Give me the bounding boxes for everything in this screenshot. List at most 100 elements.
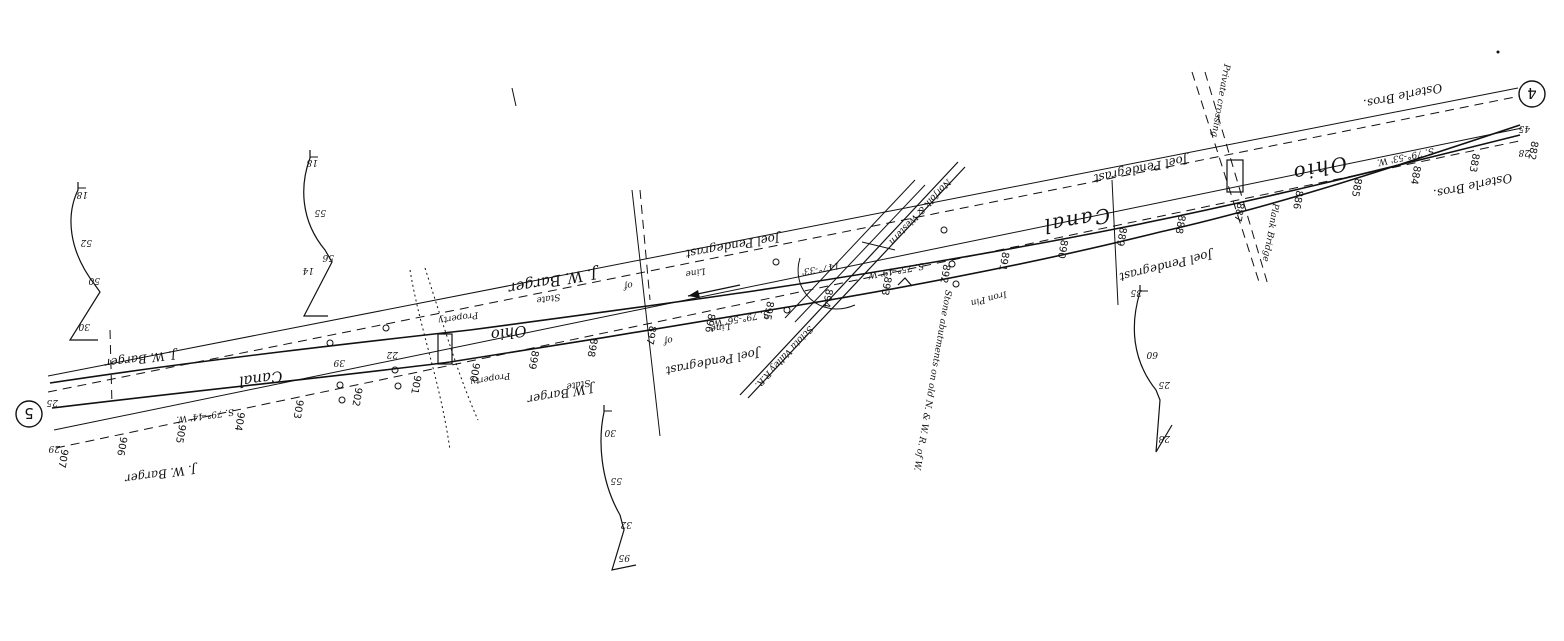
- cross-section-3: [600, 405, 637, 571]
- survey-point: [783, 306, 791, 314]
- tick-top: [511, 87, 517, 107]
- value-right-bottom: 28: [1518, 147, 1531, 157]
- survey-point: [772, 258, 780, 266]
- survey-point: [952, 280, 960, 288]
- owner-joel-pendegrast-top-center: Joel Pendegrast: [684, 230, 784, 261]
- survey-point: [940, 226, 948, 234]
- cs1-value-base: 30: [78, 321, 90, 331]
- cs2-value-top: 18: [306, 157, 318, 167]
- cs1-value-mid: 52: [80, 237, 92, 247]
- survey-points: [326, 50, 1500, 404]
- bearing-angle: 147°-33': [800, 260, 840, 277]
- cs2-value-base: 14: [302, 265, 314, 275]
- station-number: 900: [467, 362, 481, 383]
- cross-section-1: [68, 182, 101, 341]
- station-number: 887: [1231, 202, 1245, 223]
- section-line-right: [1111, 179, 1119, 306]
- note-private-crossing: Private crossing: [1209, 62, 1232, 138]
- cross-section-4: [1133, 285, 1173, 453]
- station-numbers: 9079069059049039029019008998988978968958…: [55, 140, 1539, 469]
- boundary-tick-2: [639, 189, 651, 301]
- of-label-top: of: [622, 279, 634, 291]
- station-number: 907: [55, 448, 69, 469]
- line-label-top: Line: [685, 265, 707, 278]
- value-pt-2: 22: [386, 349, 399, 359]
- owner-jw-barger-bottom-left: J. W. Barger: [123, 462, 200, 486]
- cs1-profile: [68, 182, 101, 341]
- value-pt-1: 39: [333, 357, 345, 367]
- station-number: 896: [702, 313, 716, 334]
- cs2-value-mid: 55: [314, 207, 326, 217]
- station-number: 897: [643, 325, 657, 346]
- station-number: 889: [1114, 226, 1128, 247]
- property-line-north: [47, 95, 1521, 393]
- station-number-5: 5: [24, 404, 34, 422]
- property-line-south: [55, 139, 1525, 449]
- bearing-center: S. 79°-56' W.: [711, 308, 770, 328]
- rail-2: [747, 166, 966, 399]
- crossing-dots-left-2: [424, 267, 479, 421]
- crossing-dash-right-1: [1191, 71, 1261, 286]
- station-number: 883: [1467, 152, 1481, 173]
- station-number-4: 4: [1527, 84, 1537, 102]
- state-label-bottom: State: [566, 377, 591, 391]
- rail-spur-2: [794, 184, 926, 323]
- line-label-bottom: Line: [710, 320, 732, 333]
- railroad-label-bottom: Sciota Valley R.R.: [752, 323, 814, 389]
- ohio-label-center: Ohio: [490, 322, 528, 345]
- note-iron-pin: Iron Pin: [969, 288, 1008, 307]
- station-circle-4: [1518, 80, 1546, 108]
- survey-values: 45 28 25 29 39 22 18 52 50 30 18 55 56 1…: [46, 123, 1531, 562]
- cs3-value-mid: 55: [610, 475, 622, 485]
- owner-osterle-bottom: Osterle Bros.: [1432, 171, 1513, 201]
- station-circle-5: [15, 400, 43, 428]
- row-line-north: [47, 87, 1519, 377]
- station-number: 902: [349, 386, 363, 407]
- cs3-value-low: 95: [618, 552, 630, 562]
- survey-point: [338, 396, 346, 404]
- station-number: 901: [408, 374, 422, 395]
- rail-spur-1: [784, 179, 916, 319]
- owner-joel-pendegrast-bottom-center: Joel Pendegrast: [664, 345, 764, 378]
- station-number: 894: [820, 288, 834, 309]
- station-number: 904: [232, 411, 246, 432]
- state-label-top: State: [536, 291, 561, 305]
- survey-point: [382, 324, 390, 332]
- cs4-profile: [1133, 285, 1173, 453]
- ohio-label-right: Ohio: [1290, 151, 1349, 186]
- station-number: 895: [761, 300, 775, 321]
- railroad: [739, 161, 966, 399]
- cs3-profile: [600, 405, 637, 571]
- canal-bank-north: [49, 134, 1521, 384]
- station-marker-right: 4: [1518, 80, 1546, 108]
- station-number: 882: [1525, 140, 1539, 161]
- station-marker-left: 5: [15, 400, 43, 428]
- value-right-top: 45: [1518, 123, 1531, 133]
- station-number: 891: [996, 251, 1010, 272]
- property-label-top: Property: [437, 309, 480, 325]
- station-number: 886: [1290, 189, 1304, 210]
- cs4-value-low: 25: [1158, 379, 1171, 389]
- owner-osterle-top: Osterle Bros.: [1362, 81, 1443, 111]
- cs2-profile: [303, 150, 333, 317]
- bridge-right: [1226, 159, 1244, 193]
- survey-point: [336, 381, 344, 389]
- angle-arc: [797, 257, 856, 310]
- crossings: [409, 71, 1269, 451]
- property-lines: [47, 87, 1525, 449]
- bearing-main-left: S. 79°-44' W.: [176, 406, 235, 424]
- flow-arrow-head: [688, 290, 700, 298]
- survey-point: [391, 366, 399, 374]
- cs4-value-top: 35: [1130, 287, 1142, 297]
- abutment-mark: [897, 277, 913, 287]
- survey-dot: [1496, 50, 1500, 54]
- canal-label-left: Canal: [238, 367, 284, 391]
- rail-tie: [861, 241, 896, 251]
- cs3-value-base: 32: [620, 519, 632, 529]
- station-number: 898: [585, 337, 599, 358]
- station-number: 903: [291, 399, 305, 420]
- station-number: 899: [526, 349, 540, 370]
- cs4-value-mid: 60: [1146, 349, 1158, 359]
